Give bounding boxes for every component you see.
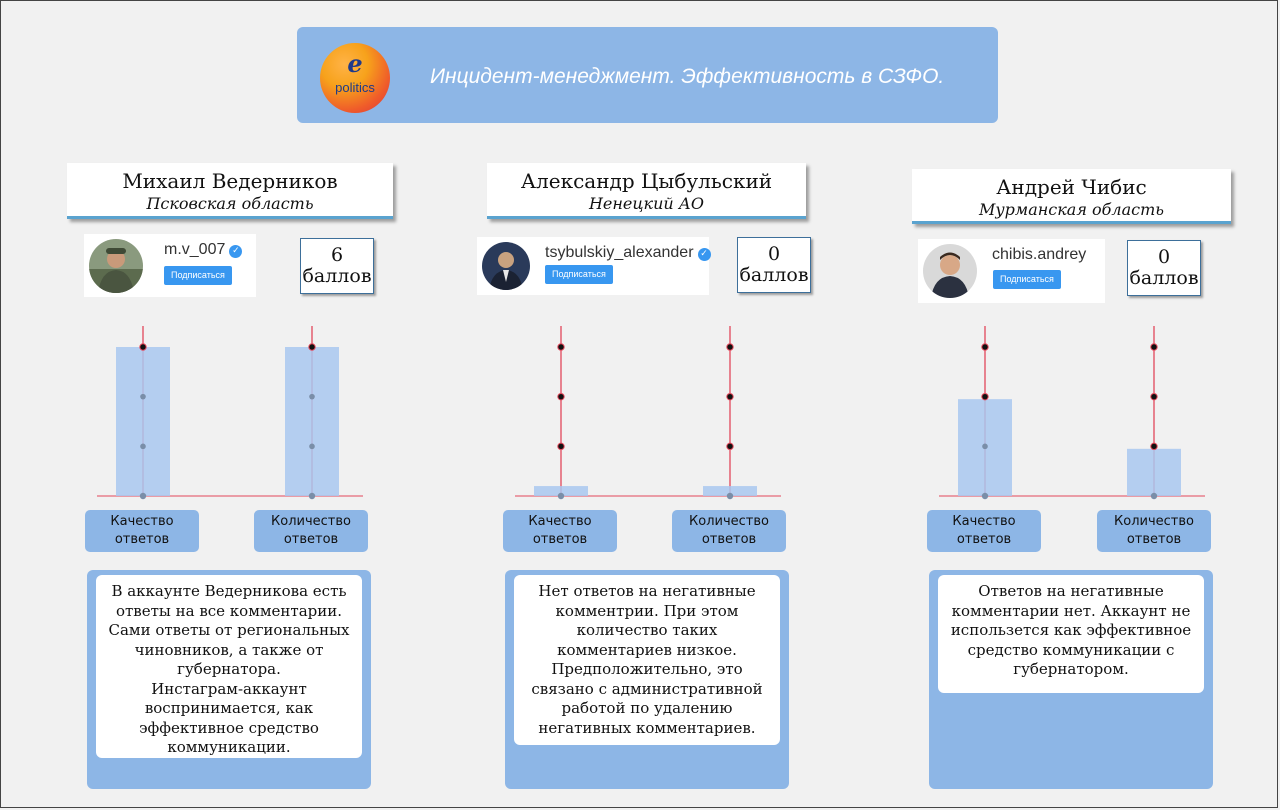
- tick-point: [1150, 343, 1158, 351]
- bar-label-quality: Качество ответов: [503, 510, 617, 552]
- avatar[interactable]: [89, 239, 143, 293]
- tick-point: [726, 492, 734, 500]
- tick-point: [726, 442, 734, 451]
- governor-region: Мурманская область: [979, 200, 1164, 219]
- bar-chart: [85, 320, 375, 510]
- tick-point: [1150, 442, 1158, 451]
- bar-label-quality: Качество ответов: [85, 510, 199, 552]
- score-value: 0: [1157, 246, 1171, 268]
- follow-button[interactable]: Подписаться: [545, 265, 613, 284]
- bar-label-quantity: Количество ответов: [1097, 510, 1211, 552]
- score-box: 0 баллов: [737, 237, 811, 293]
- tick-point: [557, 392, 565, 401]
- chart-svg: [515, 326, 781, 500]
- logo-text: politics: [335, 80, 375, 95]
- score-value: 6: [330, 244, 344, 266]
- governor-region: Ненецкий АО: [588, 194, 705, 213]
- chart-svg: [939, 326, 1205, 500]
- tick-point: [557, 442, 565, 451]
- governor-region: Псковская область: [146, 194, 314, 213]
- epolitics-logo: e politics: [320, 43, 390, 113]
- avatar[interactable]: [923, 244, 977, 298]
- description-text: Ответов на негативные комментарии нет. А…: [938, 575, 1204, 693]
- score-unit: баллов: [1129, 267, 1199, 289]
- tick-point: [139, 343, 147, 351]
- bar-label-quality: Качество ответов: [927, 510, 1041, 552]
- verified-badge-icon: ✓: [697, 248, 711, 261]
- follow-button[interactable]: Подписаться: [993, 270, 1061, 289]
- name-card-vedernikov: Михаил Ведерников Псковская область: [67, 163, 393, 219]
- name-card-chibis: Андрей Чибис Мурманская область: [912, 169, 1231, 224]
- follow-button[interactable]: Подписаться: [164, 266, 232, 285]
- logo-letter: e: [347, 49, 363, 78]
- bar: [1127, 448, 1181, 496]
- score-unit: баллов: [739, 264, 809, 286]
- instagram-account-card[interactable]: chibis.andrey Подписаться: [918, 239, 1105, 303]
- bar-label-quantity: Количество ответов: [672, 510, 786, 552]
- page-title: Инцидент-менеджмент. Эффективность в СЗФ…: [430, 65, 945, 88]
- bar-chart: [927, 320, 1217, 510]
- governor-name: Андрей Чибис: [996, 175, 1147, 199]
- tick-point: [981, 343, 989, 351]
- tick-point: [726, 343, 734, 351]
- score-unit: баллов: [302, 265, 372, 287]
- account-handle[interactable]: chibis.andrey: [992, 246, 1087, 263]
- score-value: 0: [767, 243, 781, 265]
- governor-name: Михаил Ведерников: [122, 169, 338, 193]
- tick-point: [981, 392, 989, 401]
- tick-point: [139, 492, 147, 500]
- tick-point: [726, 392, 734, 401]
- tick-point: [308, 343, 316, 351]
- tick-point: [981, 492, 989, 500]
- tick-point: [140, 443, 146, 450]
- avatar[interactable]: [482, 242, 530, 290]
- bar: [703, 486, 757, 496]
- bar: [116, 347, 170, 496]
- tick-point: [1150, 392, 1158, 401]
- tick-point: [982, 443, 988, 450]
- bar-label-quantity: Количество ответов: [254, 510, 368, 552]
- bar: [285, 347, 339, 496]
- instagram-account-card[interactable]: tsybulskiy_alexander✓ Подписаться: [477, 237, 711, 295]
- governor-name: Александр Цыбульский: [520, 169, 773, 193]
- bar: [534, 486, 588, 496]
- account-handle[interactable]: m.v_007✓: [164, 241, 243, 259]
- tick-point: [557, 343, 565, 351]
- score-box: 6 баллов: [300, 238, 374, 294]
- score-box: 0 баллов: [1127, 240, 1201, 296]
- tick-point: [309, 443, 315, 450]
- tick-point: [309, 393, 315, 400]
- verified-badge-icon: ✓: [229, 245, 243, 258]
- description-text: Нет ответов на негативные комментрии. Пр…: [514, 575, 780, 745]
- bar-chart: [503, 320, 793, 510]
- description-text: В аккаунте Ведерникова есть ответы на вс…: [96, 575, 362, 758]
- header-banner: [297, 27, 998, 123]
- tick-point: [1150, 492, 1158, 500]
- tick-point: [140, 393, 146, 400]
- instagram-account-card[interactable]: m.v_007✓ Подписаться: [84, 234, 256, 297]
- tick-point: [308, 492, 316, 500]
- account-handle[interactable]: tsybulskiy_alexander✓: [545, 244, 711, 262]
- chart-svg: [97, 326, 363, 500]
- tick-point: [557, 492, 565, 500]
- name-card-tsybulsky: Александр Цыбульский Ненецкий АО: [487, 163, 806, 219]
